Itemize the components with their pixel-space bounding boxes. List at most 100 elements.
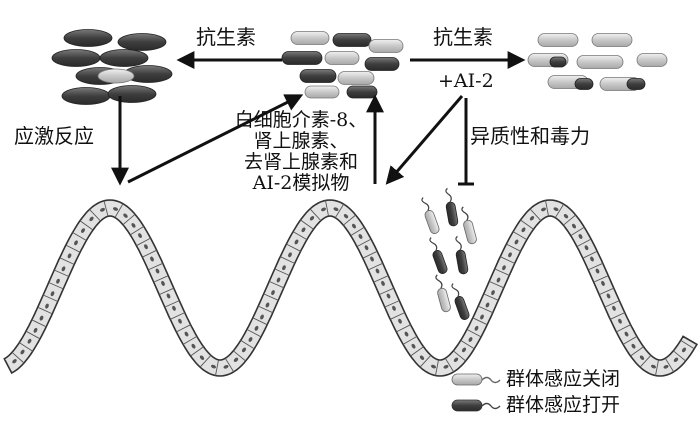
legend-qs-off-icon <box>451 373 501 386</box>
bacterium-icon <box>421 197 440 234</box>
bacterium-icon <box>99 49 149 67</box>
cell-nucleus <box>419 355 425 360</box>
cell-nucleus <box>178 318 182 324</box>
bacterium-icon <box>537 33 579 47</box>
epithelial-cell-border <box>373 275 389 283</box>
cell-nucleus <box>514 239 519 245</box>
cell-nucleus <box>443 364 449 369</box>
epithelial-cell-border <box>466 329 482 338</box>
epithelial-cell-border <box>680 340 695 350</box>
epithelial-cell-border <box>59 257 75 265</box>
epithelial-cell-border <box>655 359 659 376</box>
ai2-plus-label: +AI-2 <box>438 70 494 92</box>
cell-nucleus <box>27 338 32 344</box>
cell-nucleus <box>265 302 270 308</box>
cell-nucleus <box>294 239 299 245</box>
cell-nucleus <box>260 314 264 320</box>
cell-nucleus <box>639 355 645 360</box>
bacterium-icon <box>364 57 400 71</box>
bacteria-cluster-right <box>527 33 668 91</box>
bacterium-icon <box>455 235 469 275</box>
bacterium-icon <box>299 69 337 83</box>
epithelial-cell-border <box>122 213 136 226</box>
bacterium-icon <box>626 78 646 90</box>
cell-nucleus <box>624 331 629 337</box>
bacterium-icon <box>435 274 451 313</box>
epithelial-cell-border <box>362 250 378 259</box>
epithelial-cell-border <box>280 256 295 264</box>
cell-nucleus <box>74 240 78 246</box>
epithelial-cell-border <box>269 280 284 289</box>
cell-nucleus <box>112 207 119 211</box>
epithelial-cell-border <box>263 293 279 301</box>
cell-nucleus <box>673 357 679 362</box>
epithelial-cell-border <box>274 268 290 276</box>
epithelial-cell-border <box>300 219 314 230</box>
host-signal-line-1: 白细胞介素-8、 <box>234 109 368 131</box>
epithelial-cell-border <box>582 250 598 259</box>
cell-nucleus <box>578 234 583 239</box>
epithelial-cell-border <box>384 300 400 308</box>
cell-nucleus <box>474 325 479 331</box>
heterogeneity-virulence-label: 异质性和毒力 <box>470 124 590 148</box>
epithelial-cell-border <box>593 275 609 283</box>
epithelial-cell-border <box>31 319 47 328</box>
bacterium-icon <box>107 85 157 103</box>
legend-qs-on-icon <box>451 399 501 412</box>
epithelial-cell-border <box>252 317 268 326</box>
cell-nucleus <box>663 364 669 369</box>
epithelial-cell-border <box>368 262 383 271</box>
antibiotic-label-left: 抗生素 <box>196 25 256 49</box>
bacterium-icon <box>549 56 567 68</box>
cell-nucleus <box>301 227 306 233</box>
cell-nucleus <box>502 265 506 271</box>
cell-nucleus <box>288 252 292 258</box>
cell-nucleus <box>56 278 60 284</box>
bacterium-icon <box>304 85 340 99</box>
cell-nucleus <box>411 343 416 349</box>
bacterium-icon <box>281 51 323 65</box>
host-signal-line-4: AI-2模拟物 <box>252 172 350 194</box>
epithelial-cell-border <box>489 280 504 289</box>
cell-nucleus <box>211 364 216 369</box>
cell-nucleus <box>321 207 326 212</box>
epithelial-cell-border <box>190 346 204 357</box>
epithelial-cell-border <box>65 244 81 253</box>
epithelial-cell-border <box>570 226 585 236</box>
cell-nucleus <box>20 349 25 355</box>
epithelial-cell-border <box>79 220 94 231</box>
cell-nucleus <box>651 364 656 369</box>
epithelial-cell-border <box>390 312 405 320</box>
bacterium-icon <box>332 33 372 47</box>
epithelial-cell-border <box>129 226 145 236</box>
bacterium-icon <box>574 78 594 90</box>
epithelial-cell-border <box>182 336 198 345</box>
cell-nucleus <box>123 213 128 218</box>
host-signal-line-3: 去肾上腺素和 <box>243 151 358 173</box>
cell-nucleus <box>681 347 687 353</box>
epithelial-cell-border <box>402 336 418 345</box>
epithelial-cell-border <box>37 306 53 315</box>
bacterium-icon <box>51 49 101 67</box>
bacterium-icon <box>445 187 459 227</box>
cell-nucleus <box>386 293 391 299</box>
cell-nucleus <box>521 227 526 233</box>
cell-nucleus <box>618 318 622 324</box>
cell-nucleus <box>254 325 259 331</box>
epithelial-cell-border <box>325 200 329 217</box>
cell-nucleus <box>50 291 55 297</box>
epithelial-cell-border <box>11 351 25 364</box>
epithelial-cell-border <box>673 350 686 362</box>
cell-nucleus <box>144 244 148 250</box>
arrow-ai2-to-epithelium <box>385 95 464 185</box>
bacterium-icon <box>290 31 330 45</box>
cell-nucleus <box>67 253 72 259</box>
epithelial-cell-border <box>630 346 644 357</box>
epithelial-cell-border <box>419 354 432 368</box>
epithelial-cell-border <box>54 269 69 277</box>
cell-nucleus <box>131 223 136 228</box>
epithelial-cell-border <box>233 350 246 362</box>
bacterium-icon <box>63 29 113 47</box>
epithelial-cell-border <box>435 359 439 376</box>
epithelial-cell-border <box>576 238 592 247</box>
